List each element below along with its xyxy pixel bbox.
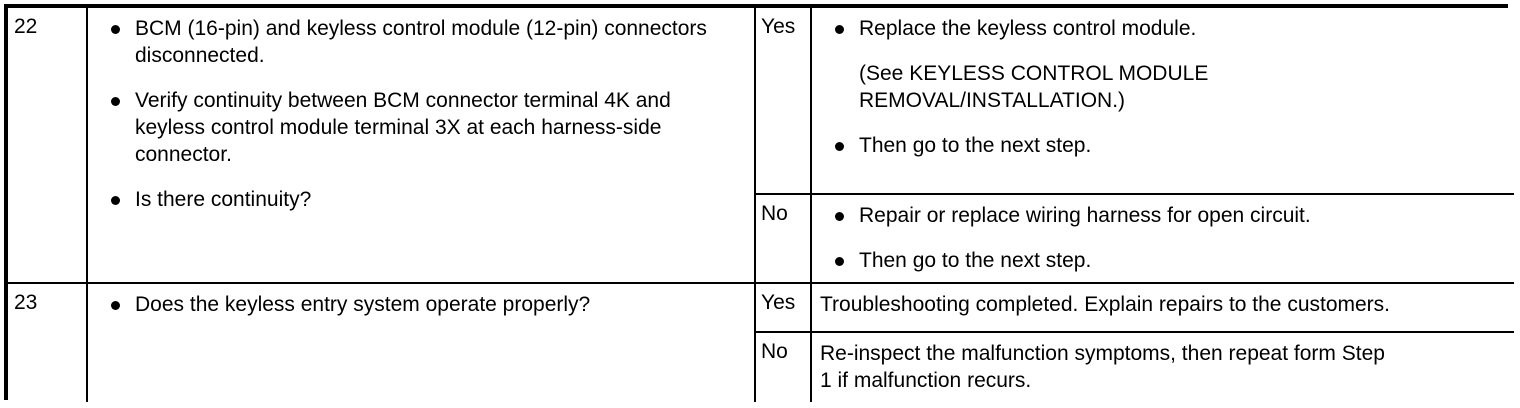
- action-text-line-1: Re-inspect the malfunction symptoms, the…: [820, 342, 1385, 365]
- list-item: Does the keyless entry system operate pr…: [96, 291, 746, 318]
- action-body: Repair or replace wiring harness for ope…: [812, 195, 1514, 282]
- action-body: Replace the keyless control module. (See…: [812, 8, 1514, 167]
- action-bullet-list-after: Then go to the next step.: [820, 132, 1506, 159]
- action-cell-no-22: Repair or replace wiring harness for ope…: [812, 194, 1514, 282]
- step-description-cell-23: Does the keyless entry system operate pr…: [86, 282, 756, 402]
- bullet-icon: [111, 196, 120, 205]
- table-row: 22 BCM (16-pin) and keyless control modu…: [8, 8, 1514, 284]
- answer-cell-yes-23: Yes: [756, 284, 810, 333]
- reference-note-line-1: (See KEYLESS CONTROL MODULE: [859, 62, 1209, 85]
- list-item-label: Then go to the next step.: [859, 134, 1092, 157]
- list-item: Verify continuity between BCM connector …: [96, 87, 746, 168]
- action-text-line-2: 1 if malfunction recurs.: [820, 369, 1032, 392]
- list-item: Then go to the next step.: [820, 247, 1506, 274]
- answer-label: Yes: [761, 291, 796, 314]
- list-item: Then go to the next step.: [820, 132, 1506, 159]
- troubleshooting-table: 22 BCM (16-pin) and keyless control modu…: [4, 4, 1514, 402]
- answer-cell-no-22: No: [756, 194, 810, 282]
- description-body: Does the keyless entry system operate pr…: [88, 284, 754, 326]
- step-number: 23: [14, 291, 38, 314]
- bullet-icon: [835, 257, 844, 266]
- list-item-label: Is there continuity?: [135, 188, 312, 211]
- list-item: Repair or replace wiring harness for ope…: [820, 202, 1506, 229]
- action-bullet-list: Repair or replace wiring harness for ope…: [820, 202, 1506, 274]
- bullet-icon: [111, 25, 120, 34]
- list-item-label: Replace the keyless control module.: [859, 17, 1197, 40]
- list-item: Is there continuity?: [96, 186, 746, 213]
- action-cell-yes-23: Troubleshooting completed. Explain repai…: [812, 284, 1514, 333]
- answer-cell-yes-22: Yes: [756, 8, 810, 195]
- reference-note: (See KEYLESS CONTROL MODULE REMOVAL/INST…: [820, 60, 1506, 114]
- step-number-cell-22: 22: [8, 8, 88, 284]
- action-text: Troubleshooting completed. Explain repai…: [820, 293, 1391, 316]
- action-bullet-list: Replace the keyless control module.: [820, 15, 1506, 42]
- list-item-label: Repair or replace wiring harness for ope…: [859, 204, 1311, 227]
- description-bullet-list: BCM (16-pin) and keyless control module …: [96, 15, 746, 213]
- answer-label: No: [761, 202, 788, 225]
- bullet-icon: [111, 97, 120, 106]
- list-item-label: Then go to the next step.: [859, 249, 1092, 272]
- description-bullet-list: Does the keyless entry system operate pr…: [96, 291, 746, 318]
- step-number-cell-23: 23: [8, 282, 88, 402]
- bullet-icon: [835, 142, 844, 151]
- action-text: Re-inspect the malfunction symptoms, the…: [812, 333, 1514, 402]
- answer-column-23: Yes No: [754, 282, 812, 402]
- list-item-label: BCM (16-pin) and keyless control module …: [135, 17, 707, 67]
- action-column-22: Replace the keyless control module. (See…: [810, 8, 1514, 284]
- bullet-icon: [835, 25, 844, 34]
- answer-label: Yes: [761, 15, 796, 38]
- action-cell-yes-22: Replace the keyless control module. (See…: [812, 8, 1514, 195]
- answer-label: No: [761, 340, 788, 363]
- step-description-cell-22: BCM (16-pin) and keyless control module …: [86, 8, 756, 284]
- bullet-icon: [111, 301, 120, 310]
- list-item: BCM (16-pin) and keyless control module …: [96, 15, 746, 69]
- action-cell-no-23: Re-inspect the malfunction symptoms, the…: [812, 332, 1514, 402]
- reference-note-line-2: REMOVAL/INSTALLATION.): [859, 89, 1126, 112]
- description-body: BCM (16-pin) and keyless control module …: [88, 8, 754, 221]
- table-row: 23 Does the keyless entry system operate…: [8, 282, 1514, 402]
- action-column-23: Troubleshooting completed. Explain repai…: [810, 282, 1514, 402]
- answer-column-22: Yes No: [754, 8, 812, 284]
- step-number: 22: [14, 15, 38, 38]
- list-item-label: Verify continuity between BCM connector …: [135, 89, 671, 166]
- list-item: Replace the keyless control module.: [820, 15, 1506, 42]
- answer-cell-no-23: No: [756, 332, 810, 402]
- bullet-icon: [835, 212, 844, 221]
- list-item-label: Does the keyless entry system operate pr…: [135, 293, 591, 316]
